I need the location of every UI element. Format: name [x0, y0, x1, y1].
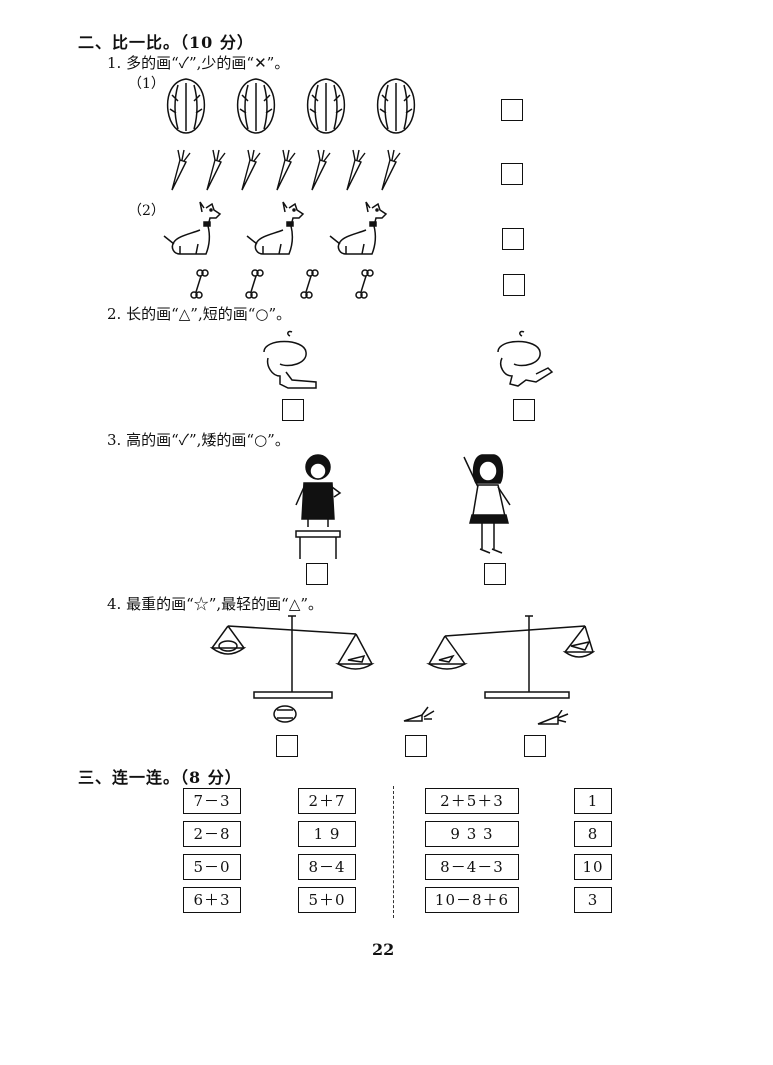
cabbage-icon [302, 75, 350, 135]
dog-icon [160, 200, 226, 258]
expr-col3-2[interactable]: 9 3 3 [425, 821, 519, 847]
expr-col2-3[interactable]: 8－4 [298, 854, 356, 880]
cabbage-icon [232, 75, 280, 135]
dashed-divider [393, 786, 394, 918]
q1-instruction: 1. 多的画“✓”,少的画“✕”。 [107, 54, 290, 72]
expr-col1-3[interactable]: 5－0 [183, 854, 241, 880]
q4-instruction: 4. 最重的画“☆”,最轻的画“△”。 [107, 595, 324, 613]
expr-col1-1[interactable]: 7－3 [183, 788, 241, 814]
expr-col1-2[interactable]: 2－8 [183, 821, 241, 847]
cabbage-icon [372, 75, 420, 135]
answer-col4-1[interactable]: 1 [574, 788, 612, 814]
expr-col2-1[interactable]: 2＋7 [298, 788, 356, 814]
balance-scale-left-icon [208, 612, 378, 702]
answer-box-boy[interactable] [306, 563, 328, 585]
expr-col1-4[interactable]: 6＋3 [183, 887, 241, 913]
q1-part2-label: （2） [128, 203, 165, 219]
answer-box-long-peel[interactable] [282, 399, 304, 421]
answer-box-dog[interactable] [502, 228, 524, 250]
answer-box-girl[interactable] [484, 563, 506, 585]
answer-box-short-peel[interactable] [513, 399, 535, 421]
q1-part1-label: （1） [128, 76, 165, 92]
cabbage-icon [162, 75, 210, 135]
answer-col4-3[interactable]: 10 [574, 854, 612, 880]
expr-col2-2[interactable]: 1 9 [298, 821, 356, 847]
answer-box-carrot-weight[interactable] [524, 735, 546, 757]
answer-box-radish[interactable] [405, 735, 427, 757]
radish-icon [402, 705, 436, 725]
answer-box-bone[interactable] [503, 274, 525, 296]
boy-on-stool-icon [290, 453, 350, 563]
answer-box-melon[interactable] [276, 735, 298, 757]
answer-box-cabbage[interactable] [501, 99, 523, 121]
answer-col4-4[interactable]: 3 [574, 887, 612, 913]
girl-standing-icon [460, 449, 522, 559]
expr-col3-1[interactable]: 2＋5＋3 [425, 788, 519, 814]
q2-instruction: 2. 长的画“△”,短的画“○”。 [107, 305, 292, 323]
section2-title: 二、比一比。（10 分） [78, 33, 254, 52]
peeled-fruit-short-icon [492, 328, 558, 394]
q3-instruction: 3. 高的画“✓”,矮的画“○”。 [107, 431, 290, 449]
melon-icon [271, 702, 299, 724]
balance-scale-right-icon [425, 612, 595, 702]
expr-col3-3[interactable]: 8－4－3 [425, 854, 519, 880]
section3-title: 三、连一连。（8 分） [78, 768, 242, 787]
dog-icon [326, 200, 392, 258]
dog-icon [243, 200, 309, 258]
carrot-row [162, 146, 412, 194]
carrot-icon [536, 710, 570, 728]
expr-col3-4[interactable]: 10－8＋6 [425, 887, 519, 913]
page-number: 22 [372, 940, 395, 959]
answer-box-carrot[interactable] [501, 163, 523, 185]
answer-col4-2[interactable]: 8 [574, 821, 612, 847]
peeled-fruit-long-icon [258, 328, 322, 394]
expr-col2-4[interactable]: 5＋0 [298, 887, 356, 913]
bone-row [186, 268, 386, 300]
